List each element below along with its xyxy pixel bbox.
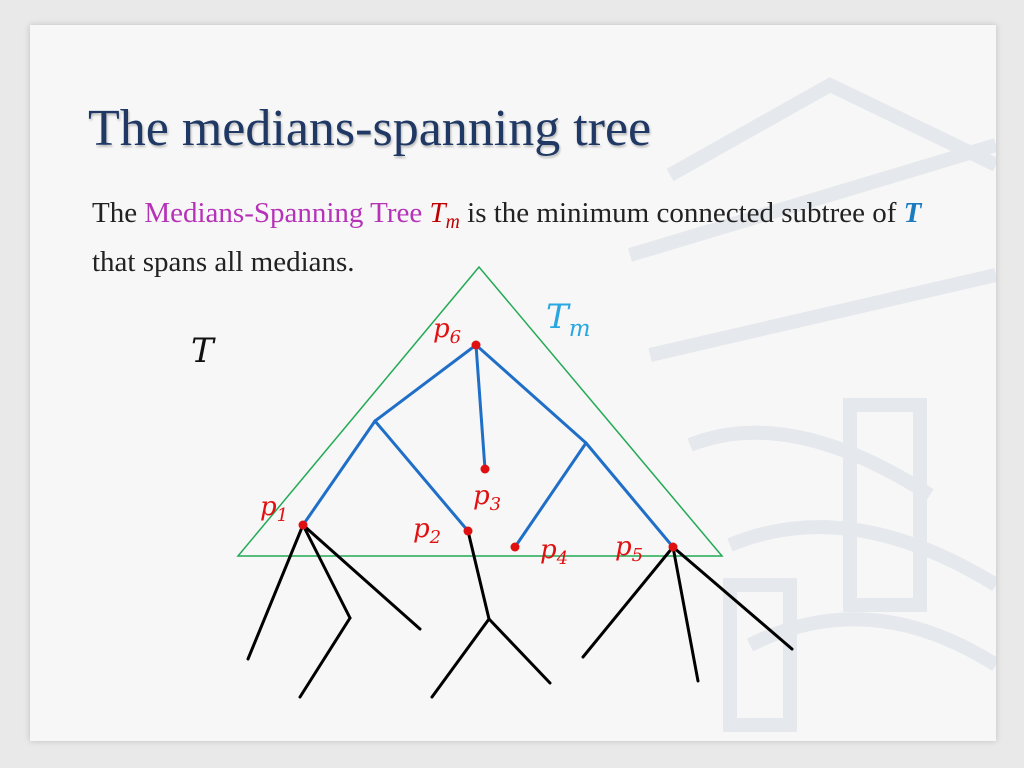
tree-edge <box>487 617 552 685</box>
subtree-edge <box>474 343 487 471</box>
subtree-edge <box>373 343 478 423</box>
median-label-p5: p5 <box>615 532 643 566</box>
subtree-label: Tm <box>546 297 591 342</box>
subtree-edge <box>474 343 588 445</box>
median-point-p3 <box>480 464 490 474</box>
watermark-emblem <box>627 77 996 732</box>
median-points <box>298 340 678 552</box>
tree-edge <box>301 523 422 631</box>
median-point-p4 <box>510 542 520 552</box>
subtree-edge <box>373 419 470 533</box>
tm-symbol: Tm <box>429 197 460 233</box>
tree-edge <box>246 523 305 661</box>
median-label-p4: p4 <box>540 535 568 569</box>
tree-edge <box>298 616 352 699</box>
median-point-p1 <box>298 520 308 530</box>
median-point-p5 <box>668 542 678 552</box>
median-label-p2: p2 <box>413 514 441 548</box>
median-point-p2 <box>463 526 473 536</box>
median-label-p1: p1 <box>260 492 288 526</box>
subtree-edge <box>584 441 675 549</box>
t-symbol: T <box>903 197 922 229</box>
median-point-p6 <box>471 340 481 350</box>
tree-edge <box>671 545 794 651</box>
median-label-p3: p3 <box>473 481 501 515</box>
tree-diagram: T Tm p6 p3 p1 p2 p4 p5 <box>191 265 794 699</box>
subtree-edges <box>301 343 675 549</box>
medians-spanning-tree-term: Medians-Spanning Tree <box>144 197 423 229</box>
definition-part-3: that spans all medians. <box>92 245 355 278</box>
tree-edge <box>301 523 352 620</box>
subtree-edge <box>301 419 377 527</box>
median-label-p6: p6 <box>433 314 461 348</box>
tree-edge <box>466 529 491 621</box>
tree-edge <box>581 545 675 659</box>
slide-title: The medians-spanning tree <box>88 100 652 157</box>
definition-part-1: The <box>92 197 138 229</box>
definition-part-2: is the minimum connected subtree of <box>467 197 897 229</box>
slide: The medians-spanning tree The Medians-Sp… <box>30 25 996 741</box>
definition-text: The Medians-Spanning Tree Tm is the mini… <box>92 193 972 282</box>
tree-edge <box>671 545 700 683</box>
tree-edge <box>430 617 491 699</box>
tm-symbol-sub: m <box>445 210 460 233</box>
subtree-triangle <box>236 265 724 557</box>
tm-symbol-base: T <box>429 197 446 229</box>
tree-label: T <box>191 331 216 371</box>
subtree-edge <box>513 441 588 549</box>
tree-edges <box>246 523 794 699</box>
